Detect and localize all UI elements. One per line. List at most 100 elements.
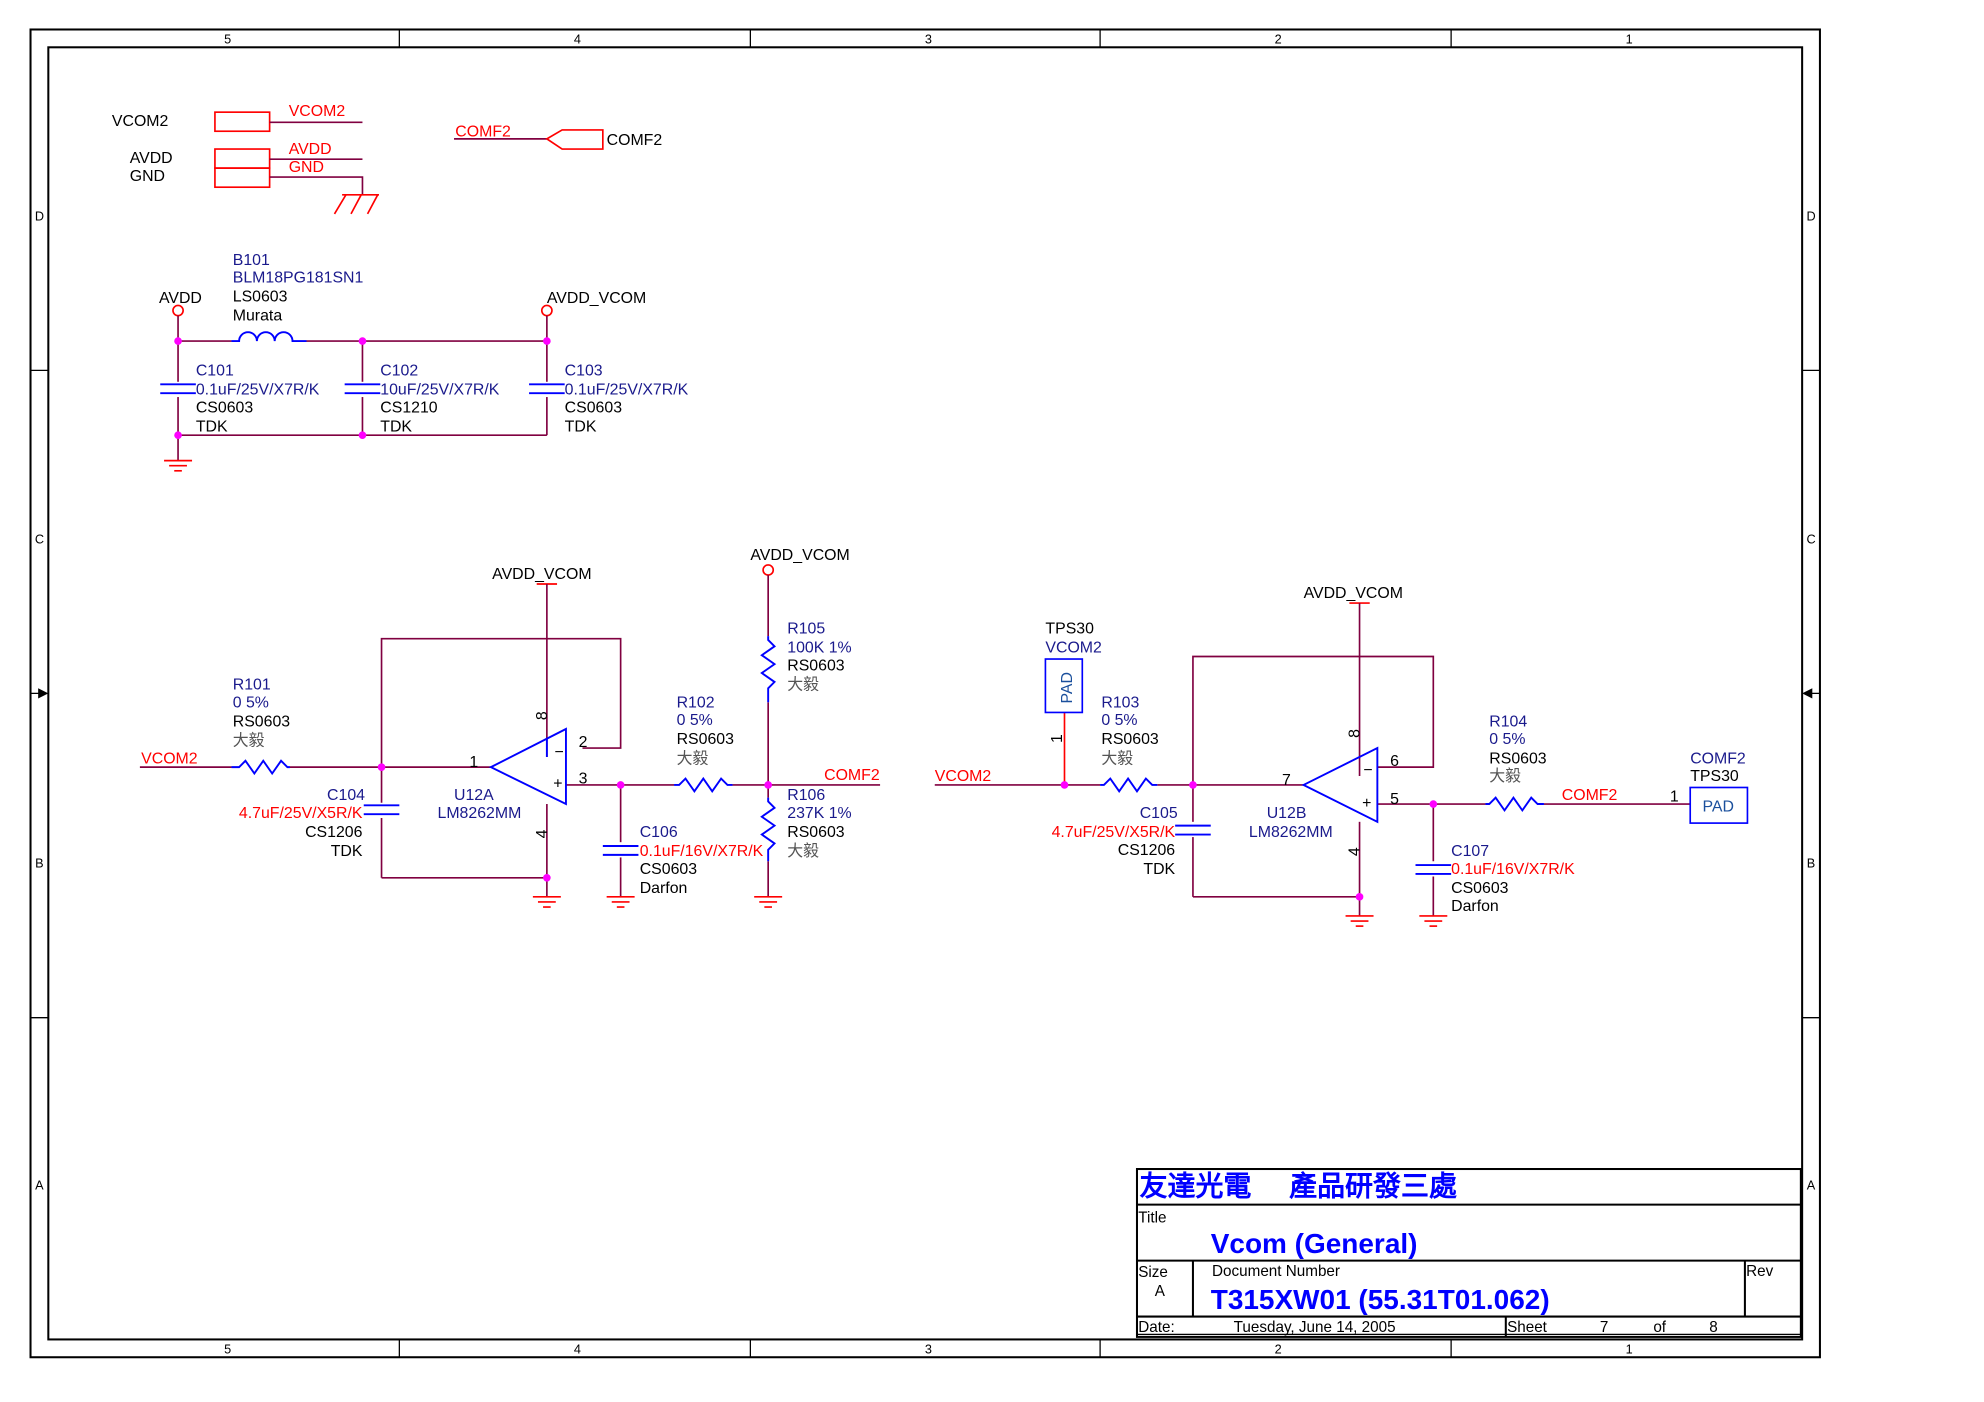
capacitor-c107[interactable]: C107 0.1uF/16V/X7R/K CS0603 Darfon: [1415, 843, 1576, 915]
company-name: 友達光電 產品研發三處: [1140, 1170, 1457, 1203]
opamp-triangle-icon: [488, 727, 567, 806]
resistor-r102[interactable]: R102 0 5% RS0603 大毅: [674, 694, 735, 793]
value: 237K 1%: [787, 805, 851, 822]
resistor-r106[interactable]: R106 237K 1% RS0603 大毅: [760, 787, 852, 862]
pin-number: 4: [534, 829, 551, 838]
size-label: Size: [1138, 1264, 1168, 1281]
zone-row-right: D: [1806, 208, 1815, 223]
footprint: CS0603: [640, 861, 698, 878]
capacitor-c104[interactable]: C104 4.7uF/25V/X5R/K CS1206 TDK: [239, 787, 400, 860]
value: BLM18PG181SN1: [233, 270, 364, 287]
inductor-b101[interactable]: B101 BLM18PG181SN1 LS0603 Murata: [231, 252, 364, 343]
manufacturer: TDK: [196, 418, 228, 435]
capacitor-c103[interactable]: C103 0.1uF/25V/X7R/K CS0603 TDK: [529, 362, 689, 435]
junction-dot: [174, 431, 182, 440]
ref: R101: [233, 677, 271, 694]
pin-minus: −: [555, 744, 564, 761]
junction-dot: [1189, 781, 1197, 789]
manufacturer: 大毅: [1489, 767, 1521, 785]
ref: R104: [1489, 713, 1527, 730]
pin-number: 8: [1347, 729, 1364, 738]
port-label: AVDD: [130, 150, 173, 167]
ref: R103: [1101, 694, 1139, 711]
ref: C104: [327, 787, 365, 804]
zone-col-bottom: 1: [1626, 1341, 1633, 1356]
ref: U12B: [1267, 805, 1307, 822]
junction-dot: [358, 337, 367, 345]
zone-row-left: A: [35, 1177, 44, 1192]
resistor-icon: [760, 797, 777, 862]
footprint: LS0603: [233, 289, 288, 306]
center-arrow-right-icon: [1802, 688, 1813, 699]
manufacturer: 大毅: [787, 842, 819, 860]
resistor-r105[interactable]: R105 100K 1% RS0603 大毅: [760, 621, 852, 703]
manufacturer: Murata: [233, 308, 283, 325]
junction-dot: [377, 763, 386, 771]
title-label: Title: [1138, 1209, 1166, 1226]
inductor-icon: [231, 331, 307, 343]
resistor-icon: [674, 776, 733, 793]
footprint: RS0603: [233, 713, 291, 730]
port-box-icon: [214, 111, 271, 133]
footprint: RS0603: [787, 657, 845, 674]
pin-number: 7: [1282, 772, 1291, 789]
resistor-icon: [1485, 795, 1544, 813]
port-label: GND: [130, 168, 165, 185]
of-label: of: [1653, 1319, 1666, 1336]
tp-net: COMF2: [1690, 750, 1746, 767]
zone-col-top: 1: [1626, 31, 1633, 46]
test-pad-vcom2[interactable]: TPS30 VCOM2 PAD 1: [1044, 621, 1102, 743]
port-avdd[interactable]: AVDD AVDD: [130, 141, 363, 169]
footprint: RS0603: [677, 731, 735, 748]
capacitor-c101[interactable]: C101 0.1uF/25V/X7R/K CS0603 TDK: [160, 362, 320, 435]
manufacturer: 大毅: [787, 676, 819, 694]
capacitor-c106[interactable]: C106 0.1uF/16V/X7R/K CS0603 Darfon: [602, 824, 764, 897]
manufacturer: 大毅: [233, 732, 265, 750]
opamp-u12b[interactable]: − + 7 6 5 8 4 U12B LM8262MM: [1249, 729, 1399, 856]
value: 0.1uF/25V/X7R/K: [565, 381, 689, 398]
ref: C103: [565, 362, 603, 379]
pin-plus: +: [1362, 795, 1371, 812]
power-label: AVDD_VCOM: [492, 566, 591, 583]
net-label: VCOM2: [289, 103, 346, 120]
ground-icon: [532, 896, 561, 908]
resistor-r101[interactable]: R101 0 5% RS0603 大毅: [231, 677, 291, 776]
junction-dot: [1060, 781, 1069, 789]
manufacturer: TDK: [331, 843, 363, 860]
net-label-comf2: COMF2: [824, 767, 880, 784]
size-value: A: [1155, 1283, 1166, 1300]
footprint: CS1206: [305, 824, 363, 841]
value: 10uF/25V/X7R/K: [380, 381, 500, 398]
zone-row-right: B: [1807, 856, 1815, 871]
resistor-r103[interactable]: R103 0 5% RS0603 大毅: [1100, 694, 1159, 793]
footprint: CS1210: [380, 399, 438, 416]
capacitor-c105[interactable]: C105 4.7uF/25V/X5R/K CS1206 TDK: [1052, 805, 1211, 878]
footprint: CS0603: [196, 399, 254, 416]
pad-box-icon: [1044, 658, 1084, 714]
resistor-r104[interactable]: R104 0 5% RS0603 大毅: [1485, 713, 1547, 813]
junction-dot: [174, 337, 182, 345]
footprint: CS1206: [1118, 842, 1176, 859]
document-number: T315XW01 (55.31T01.062): [1211, 1284, 1550, 1315]
port-comf2[interactable]: COMF2 COMF2: [454, 123, 662, 150]
manufacturer: Darfon: [640, 880, 688, 897]
port-gnd[interactable]: GND GND: [130, 159, 379, 215]
zone-col-bottom: 4: [574, 1341, 581, 1356]
capacitor-c102[interactable]: C102 10uF/25V/X7R/K CS1210 TDK: [344, 362, 500, 435]
manufacturer: 大毅: [1101, 749, 1133, 767]
pad-label: PAD: [1702, 799, 1733, 816]
pad-label: PAD: [1059, 672, 1076, 703]
date-label: Date:: [1138, 1319, 1174, 1336]
resistor-icon: [760, 636, 777, 703]
title-block: 友達光電 產品研發三處 Title Vcom (General) Size A …: [1135, 1168, 1802, 1338]
value: 0 5%: [1101, 712, 1137, 729]
document-number-label: Document Number: [1212, 1263, 1340, 1280]
zone-col-bottom: 2: [1275, 1341, 1282, 1356]
opamp-u12a[interactable]: − + 1 2 3 8 4 U12A LM8262MM: [437, 711, 587, 838]
test-pad-comf2[interactable]: COMF2 TPS30 PAD 1: [1670, 750, 1749, 824]
zone-col-top: 3: [925, 31, 932, 46]
port-vcom2[interactable]: VCOM2 VCOM2: [112, 103, 363, 133]
part-number: LM8262MM: [1249, 824, 1333, 841]
tp-net: VCOM2: [1045, 640, 1102, 657]
